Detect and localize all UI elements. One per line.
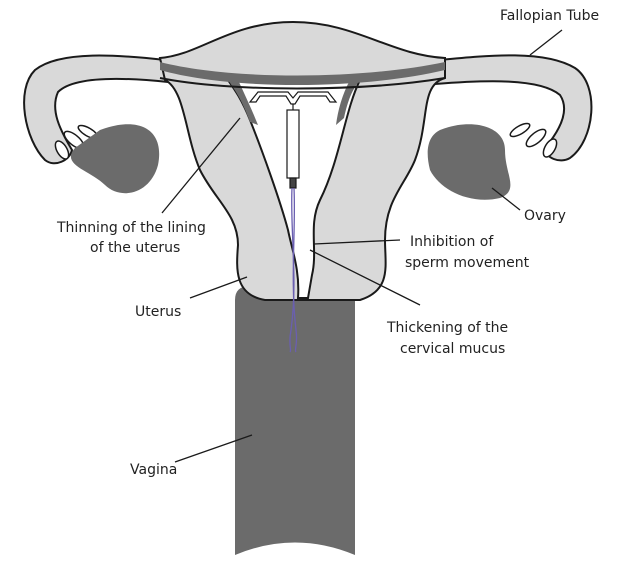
right-fallopian-tube	[433, 54, 593, 162]
label-uterus: Uterus	[135, 304, 182, 320]
label-thinning-line1: Thinning of the lining	[57, 220, 206, 236]
left-fallopian-tube	[23, 54, 170, 165]
label-vagina: Vagina	[130, 462, 178, 478]
leader-lines	[161, 29, 563, 463]
label-inhibition-line2: sperm movement	[405, 255, 530, 271]
right-ovary	[427, 124, 511, 200]
thinned-lining-left	[228, 80, 258, 125]
label-thickening-line1: Thickening of the	[387, 320, 509, 336]
label-ovary: Ovary	[524, 208, 566, 224]
right-fimbriae	[509, 122, 558, 158]
label-thinning-line2: of the uterus	[90, 240, 181, 256]
label-fallopian-tube: Fallopian Tube	[500, 8, 600, 24]
iud-strings	[289, 187, 298, 353]
thinned-lining-right	[336, 80, 360, 125]
left-ovary	[70, 124, 160, 194]
label-thickening-line2: cervical mucus	[400, 341, 506, 357]
fundus-band	[160, 62, 445, 85]
iud-device	[248, 91, 338, 189]
vagina-shape	[235, 286, 355, 555]
label-inhibition-line1: Inhibition of	[410, 234, 494, 250]
